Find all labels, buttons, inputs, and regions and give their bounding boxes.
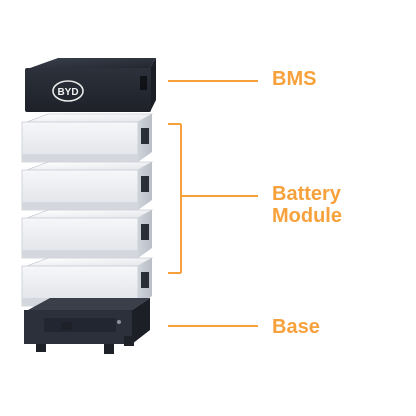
battery-module <box>21 113 154 163</box>
bms-label: BMS <box>272 68 316 90</box>
battery-module-top-face <box>26 161 154 171</box>
base-top-face <box>28 298 150 310</box>
base-indicator-light <box>117 320 121 324</box>
battery-module-top-face <box>26 209 154 219</box>
battery-module-connector <box>141 176 149 192</box>
battery-module-top-face <box>26 113 154 123</box>
base-foot <box>62 322 72 330</box>
battery-module-top-face <box>26 257 154 267</box>
base-foot <box>104 344 114 354</box>
base-side-face <box>132 298 150 344</box>
base-label: Base <box>272 316 320 338</box>
bms-top-face <box>30 58 156 68</box>
base-unit <box>24 298 150 354</box>
battery-module-connector <box>141 272 149 288</box>
bms-port <box>140 76 147 90</box>
battery-module-connector <box>141 128 149 144</box>
battery-module-lower-band <box>22 154 138 162</box>
byd-logo <box>52 80 84 102</box>
base-foot <box>36 344 46 352</box>
battery-module <box>21 161 154 211</box>
bms-front-face <box>25 68 151 112</box>
base-foot <box>124 336 134 346</box>
battery-module-label: Battery Module <box>272 183 342 227</box>
bms-label-text: BMS <box>272 68 317 90</box>
bms-unit: BYD <box>25 58 156 112</box>
battery-module-connector <box>141 224 149 240</box>
battery-module-lower-band <box>22 202 138 210</box>
leader-lines <box>168 80 258 327</box>
base-label-text: Base <box>272 316 320 338</box>
battery-module-lower-band <box>22 250 138 258</box>
battery-label-line1: Battery <box>272 183 341 205</box>
battery-module <box>21 209 154 259</box>
battery-label-line2: Module <box>272 205 342 227</box>
battery-modules <box>21 113 154 307</box>
byd-logo-text: BYD <box>57 87 78 98</box>
base-inner-recess <box>44 318 116 332</box>
bms-side-face <box>150 58 156 112</box>
